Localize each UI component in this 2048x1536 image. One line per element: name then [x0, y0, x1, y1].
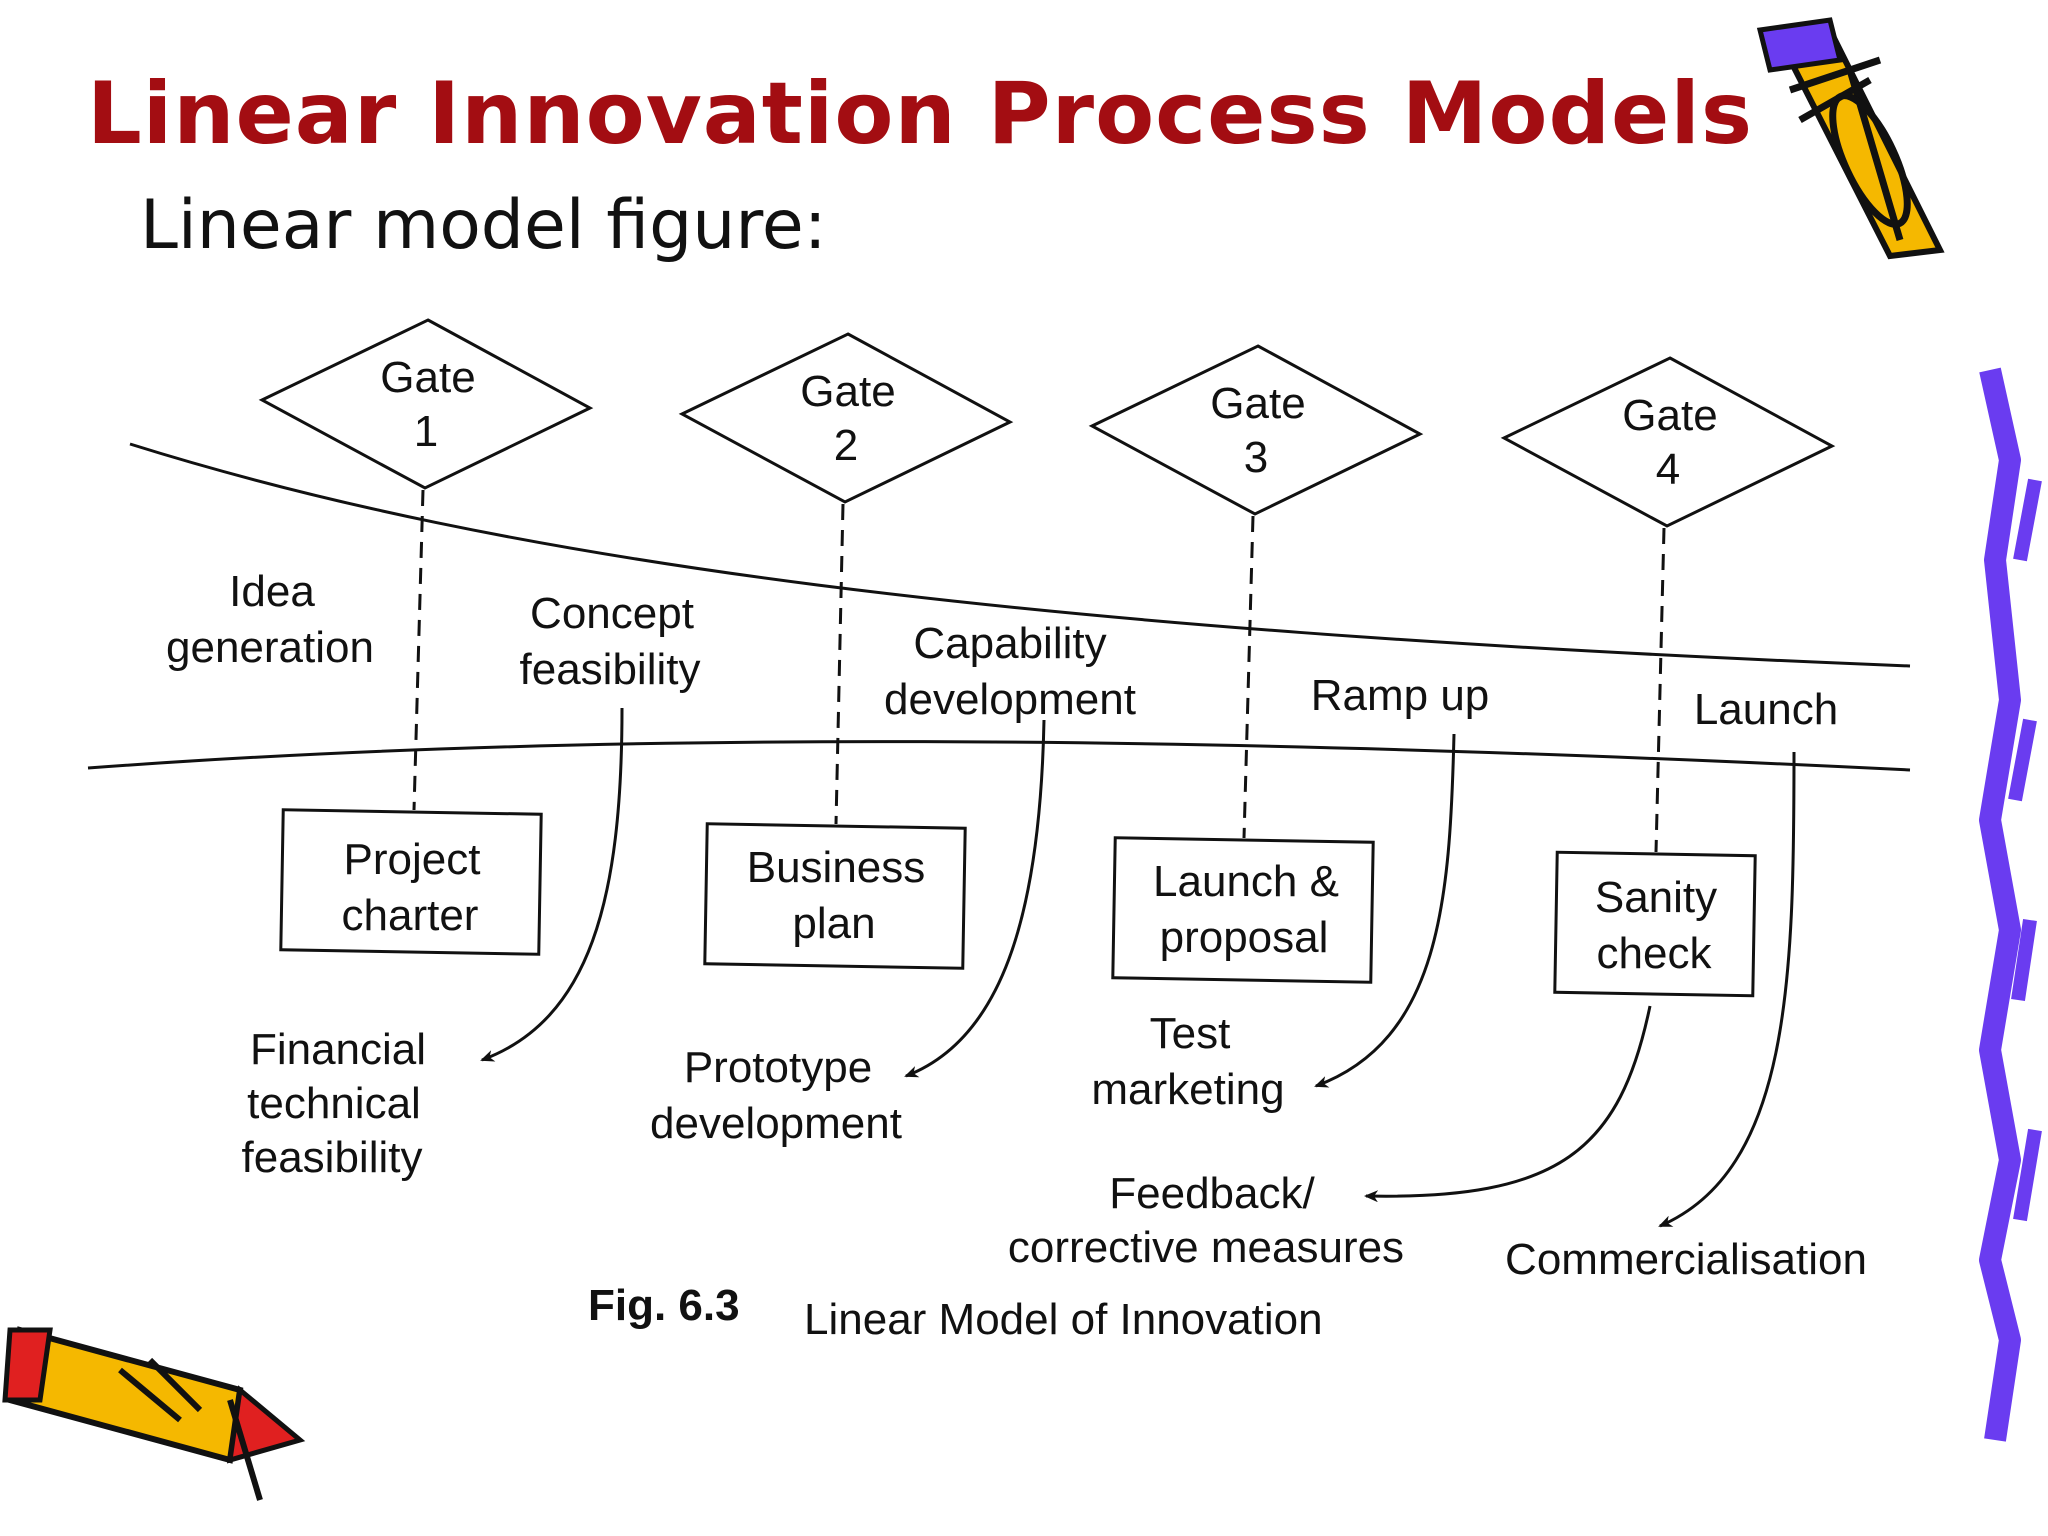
svg-text:Prototype: Prototype	[684, 1043, 872, 1092]
decorative-border	[1979, 367, 2042, 1442]
gate-number: 1	[414, 407, 438, 456]
gate-label: Gate	[1210, 379, 1305, 428]
svg-text:Test: Test	[1150, 1009, 1231, 1058]
svg-text:Business: Business	[747, 843, 926, 892]
svg-text:Financial: Financial	[250, 1025, 426, 1074]
svg-text:Commercialisation: Commercialisation	[1505, 1235, 1867, 1284]
lower-boundary-line	[87, 740, 1911, 772]
svg-text:Idea: Idea	[229, 567, 315, 616]
svg-text:feasibility: feasibility	[242, 1133, 423, 1182]
svg-text:plan: plan	[792, 899, 875, 948]
slide-title: Linear Innovation Process Models	[86, 64, 1754, 164]
activity-prototype-development: Prototype development	[650, 1043, 902, 1148]
figure-caption: Fig. 6.3 Linear Model of Innovation	[588, 1281, 1323, 1344]
gate-label: Gate	[1622, 391, 1717, 440]
gate-number: 3	[1244, 433, 1268, 482]
phase-concept-feasibility: Concept feasibility	[520, 589, 701, 694]
phase-launch: Launch	[1694, 685, 1838, 734]
deliverable-project-charter: Project charter	[279, 808, 543, 956]
svg-text:generation: generation	[166, 623, 374, 672]
svg-text:development: development	[650, 1099, 902, 1148]
activity-feedback-corrective-measures: Feedback/ corrective measures	[1008, 1169, 1404, 1272]
slide-subtitle: Linear model figure:	[140, 186, 827, 265]
gate-2: Gate 2	[678, 332, 1014, 504]
gate-number: 4	[1656, 445, 1680, 494]
phase-idea-generation: Idea generation	[166, 567, 374, 672]
svg-text:marketing: marketing	[1091, 1065, 1284, 1114]
svg-text:proposal: proposal	[1160, 913, 1329, 962]
activity-test-marketing: Test marketing	[1091, 1009, 1284, 1114]
activity-commercialisation: Commercialisation	[1505, 1235, 1867, 1284]
svg-text:Launch &: Launch &	[1153, 857, 1339, 906]
deliverable-launch-proposal: Launch & proposal	[1111, 836, 1375, 984]
svg-text:Launch: Launch	[1694, 685, 1838, 734]
gate-4: Gate 4	[1500, 356, 1836, 528]
svg-text:Project: Project	[344, 835, 481, 884]
svg-text:development: development	[884, 675, 1136, 724]
pencil-icon	[2, 1326, 306, 1501]
activity-financial-technical-feasibility: Financial technical feasibility	[242, 1025, 427, 1182]
gate-label: Gate	[800, 367, 895, 416]
gate-3: Gate 3	[1088, 344, 1424, 516]
gate-label: Gate	[380, 353, 475, 402]
svg-text:charter: charter	[342, 891, 479, 940]
pencil-icon	[1756, 17, 1945, 260]
deliverable-sanity-check: Sanity check	[1553, 850, 1757, 998]
svg-text:Sanity: Sanity	[1595, 873, 1717, 922]
svg-text:feasibility: feasibility	[520, 645, 701, 694]
svg-text:Ramp up: Ramp up	[1311, 671, 1490, 720]
upper-boundary-line	[129, 442, 1911, 668]
activity-arrows	[480, 707, 1796, 1228]
gate-number: 2	[834, 421, 858, 470]
deliverable-business-plan: Business plan	[703, 822, 967, 970]
caption-text: Linear Model of Innovation	[804, 1295, 1323, 1344]
phase-ramp-up: Ramp up	[1311, 671, 1490, 720]
svg-text:check: check	[1597, 929, 1713, 978]
gate-1: Gate 1	[258, 318, 594, 490]
phase-capability-development: Capability development	[884, 619, 1136, 724]
svg-text:corrective measures: corrective measures	[1008, 1223, 1404, 1272]
svg-text:Concept: Concept	[530, 589, 694, 638]
svg-text:technical: technical	[247, 1079, 421, 1128]
gate-connectors	[412, 489, 1666, 853]
caption-number: Fig. 6.3	[588, 1281, 740, 1330]
svg-text:Feedback/: Feedback/	[1109, 1169, 1315, 1218]
svg-text:Capability: Capability	[913, 619, 1106, 668]
